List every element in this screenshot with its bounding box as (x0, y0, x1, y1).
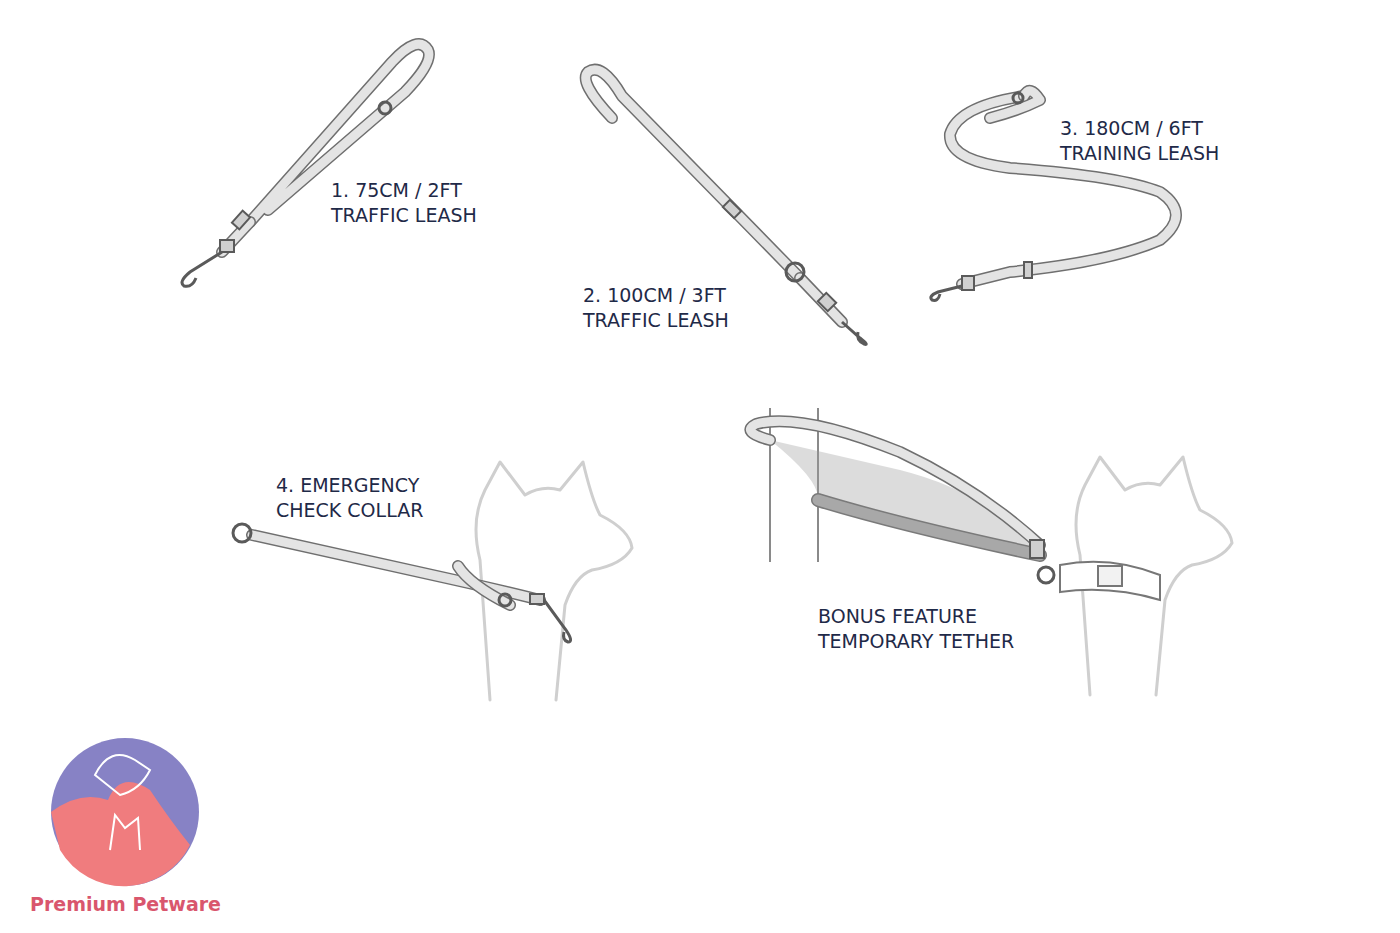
part-label: 3. 180CM / 6FT TRAINING LEASH (1060, 116, 1265, 166)
logo-mark (51, 738, 199, 886)
logo-text: Premium Petware (30, 892, 221, 917)
pole (769, 408, 771, 562)
part-label: 1. 75CM / 2FT TRAFFIC LEASH (331, 178, 506, 228)
traffic-leash-short (182, 44, 429, 286)
temporary-tether (750, 421, 1160, 600)
check-collar (233, 524, 571, 642)
part-label: 4. EMERGENCY CHECK COLLAR (276, 473, 461, 523)
feature-label: BONUS FEATURE TEMPORARY TETHER (818, 604, 1043, 654)
part-label: 2. 100CM / 3FT TRAFFIC LEASH (583, 283, 768, 333)
dog-head (476, 462, 632, 700)
